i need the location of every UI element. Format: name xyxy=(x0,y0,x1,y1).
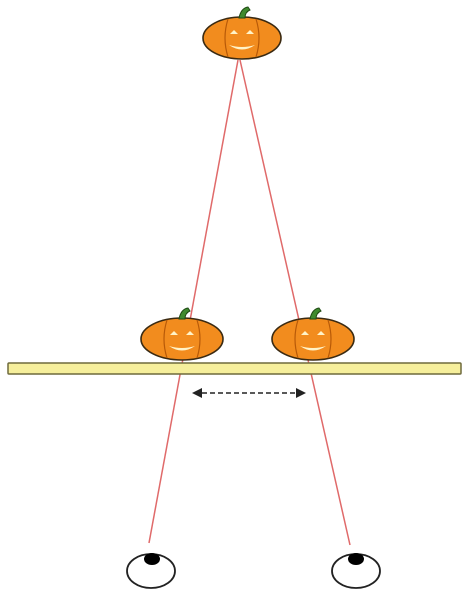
distant-pumpkin-icon xyxy=(203,7,281,59)
right-projected-pumpkin-icon xyxy=(272,308,354,360)
right-sight-line xyxy=(240,60,350,545)
left-projected-pumpkin-icon xyxy=(141,308,223,360)
left-sight-line xyxy=(149,60,238,543)
right-eye-icon xyxy=(332,553,380,588)
left-eye-icon xyxy=(127,553,175,588)
projection-screen xyxy=(8,363,461,374)
